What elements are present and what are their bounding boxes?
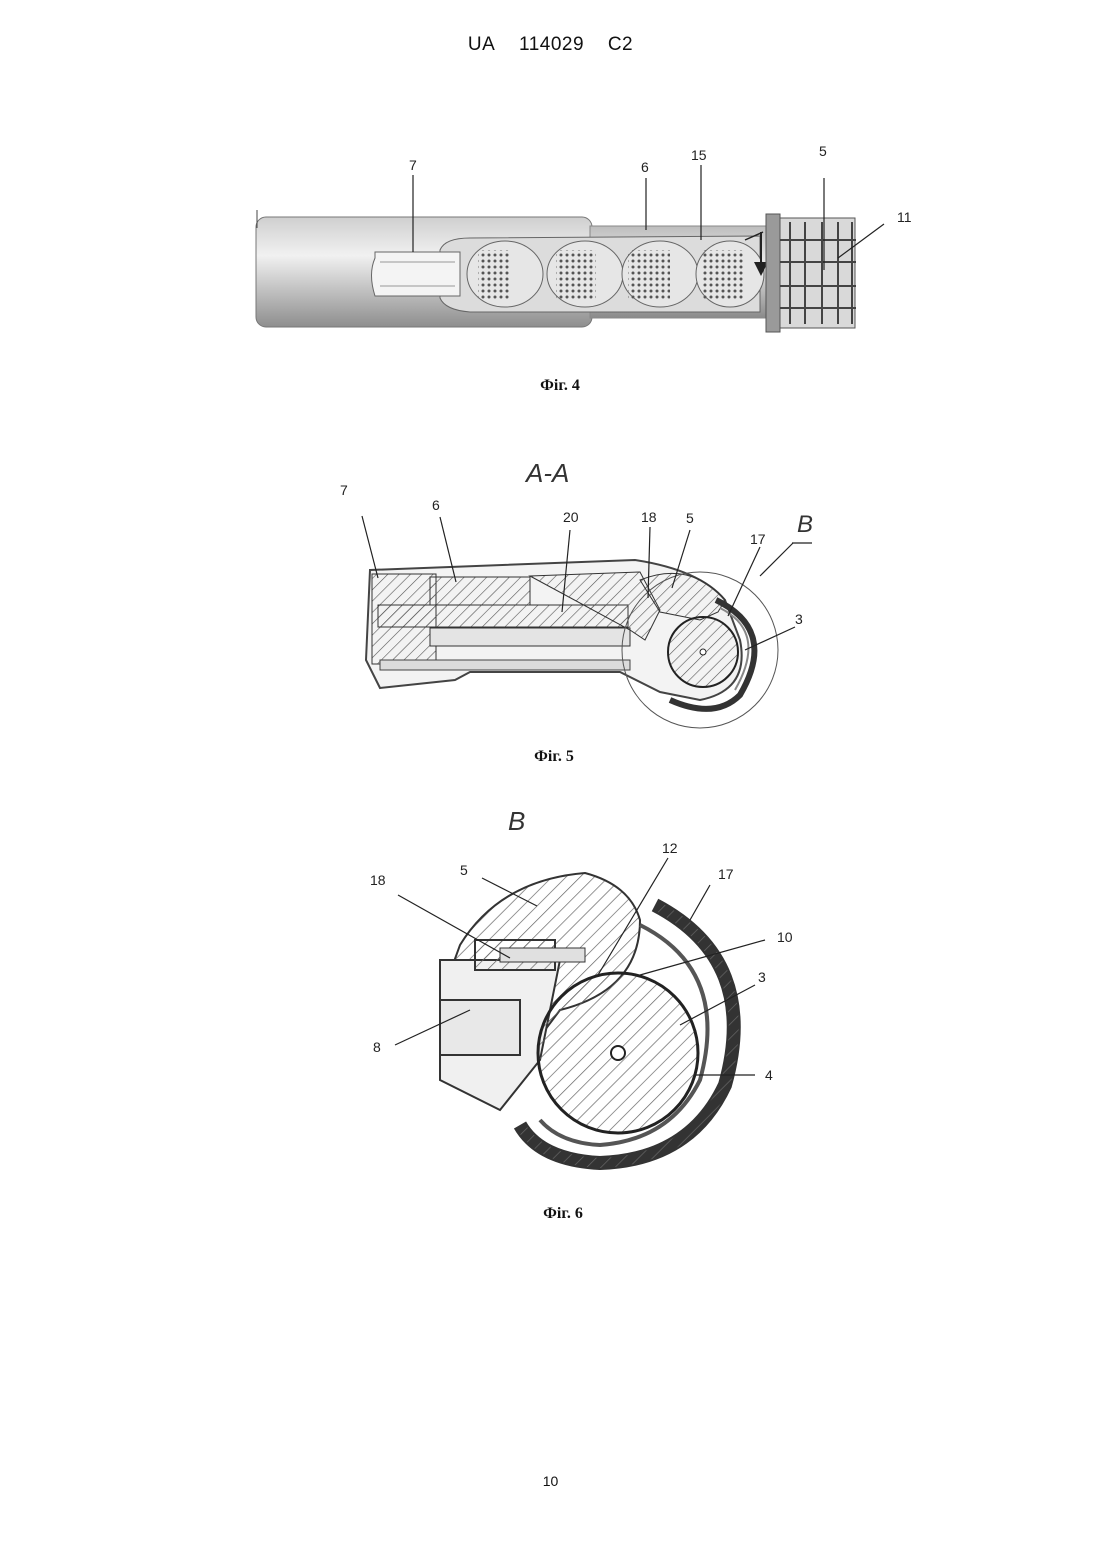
fig6-label-2: 12 [662,840,678,856]
fig6-label-5: 3 [758,969,766,985]
fig6-label-1: 5 [460,862,468,878]
page-number: 10 [0,1473,1101,1489]
fig6-label-7: 4 [765,1067,773,1083]
fig6-label-4: 10 [777,929,793,945]
fig6-section-title: B [508,806,525,836]
figure-6-drawing: B 18 5 12 17 10 3 8 4 [0,0,1101,1240]
fig6-label-6: 8 [373,1039,381,1055]
fig6-label-0: 18 [370,872,386,888]
figure-6-caption: Фіг. 6 [503,1205,623,1223]
fig6-label-3: 17 [718,866,734,882]
